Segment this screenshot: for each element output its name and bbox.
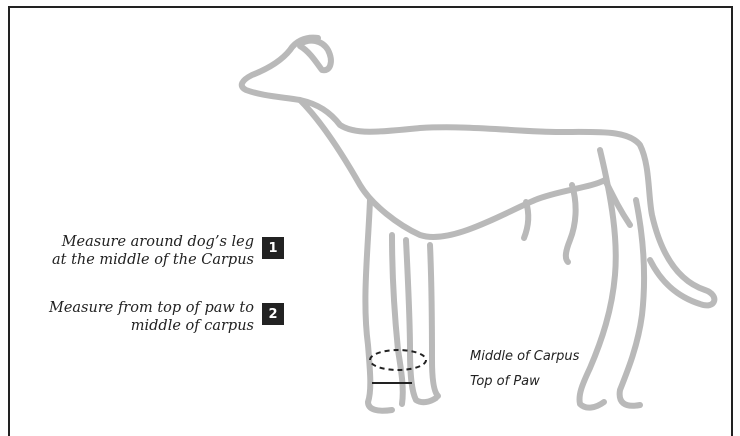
instruction-1-line1: Measure around dog’s leg — [40, 233, 254, 251]
dog-underline — [300, 100, 630, 237]
instruction-2: Measure from top of paw to middle of car… — [20, 299, 254, 335]
front-leg-1 — [365, 200, 392, 411]
instruction-2-line2: middle of carpus — [20, 317, 254, 335]
instruction-1-line2: at the middle of the Carpus — [40, 251, 254, 269]
dog-ear — [300, 41, 331, 71]
instruction-2-line1: Measure from top of paw to — [20, 299, 254, 317]
step-1-badge: 1 — [262, 237, 284, 259]
instruction-1: Measure around dog’s leg at the middle o… — [40, 233, 254, 269]
hind-leg-2 — [620, 200, 644, 406]
label-middle-of-carpus: Middle of Carpus — [470, 349, 579, 364]
label-top-of-paw: Top of Paw — [470, 374, 540, 389]
step-2-badge: 2 — [262, 303, 284, 325]
